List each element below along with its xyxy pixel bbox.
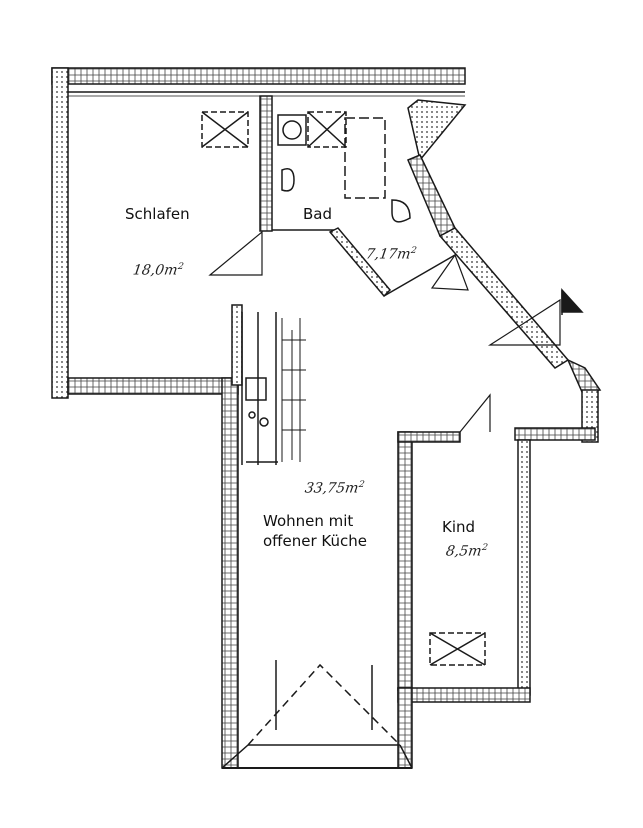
wall-bottom-bay	[221, 660, 413, 769]
wall-top	[51, 67, 466, 97]
stove-icon	[245, 377, 267, 401]
room-label-wohnen-line2: offener Küche	[263, 531, 367, 550]
bathroom-fixtures	[277, 114, 411, 223]
room-label-wohnen-line1: Wohnen mit	[263, 512, 354, 530]
wall-bad-angled	[328, 227, 456, 298]
sink-icon	[282, 120, 302, 140]
window-crossed-icon	[201, 111, 486, 666]
room-label-bad: Bad	[303, 205, 333, 223]
sink-icon	[248, 411, 256, 419]
wall-schlafen-bad	[259, 95, 340, 232]
window-bay-dashes	[247, 663, 401, 746]
room-area-schlafen: 18,0m2	[131, 262, 185, 279]
room-label-schlafen: Schlafen	[125, 205, 190, 223]
wall-kind	[397, 431, 531, 703]
room-label-wohnen: Wohnen mit offener Küche	[263, 512, 367, 551]
door-swings	[208, 230, 561, 433]
flag-icon	[561, 288, 584, 315]
room-label-kind: Kind	[442, 518, 476, 536]
toilet-icon-2	[391, 199, 411, 223]
kitchen-counter	[241, 312, 306, 465]
wall-left-schlafen	[51, 67, 239, 399]
wall-right-angled	[407, 99, 602, 443]
room-area-bad: 7,17m2	[364, 246, 418, 263]
room-area-wohnen: 33,75m2	[303, 480, 366, 497]
wall-left-wohnen	[221, 304, 243, 769]
toilet-icon	[281, 168, 295, 192]
room-area-kind: 8,5m2	[444, 543, 489, 560]
